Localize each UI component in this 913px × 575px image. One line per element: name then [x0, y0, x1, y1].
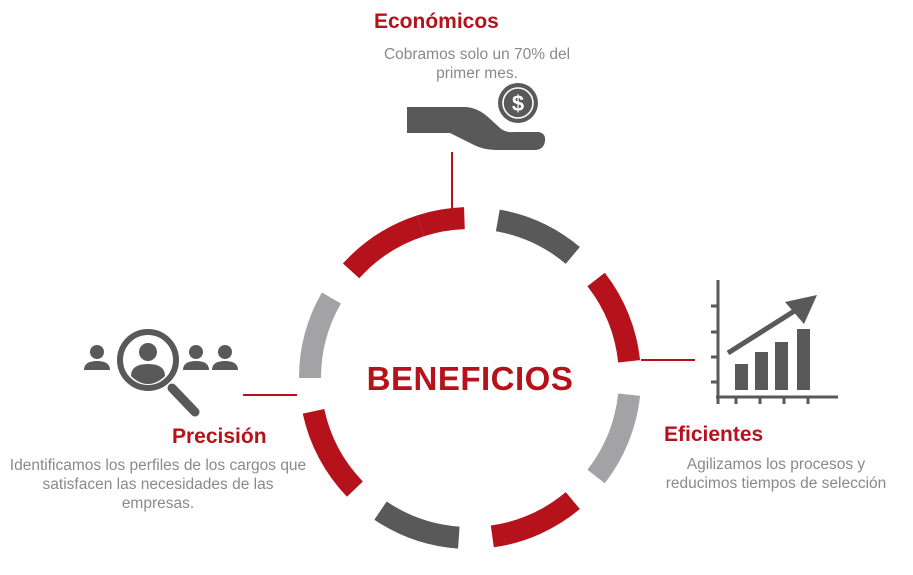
ring-segment-8 [298, 292, 342, 379]
ring-segment-6 [374, 501, 460, 549]
benefits-ring [298, 207, 641, 549]
economicos-description: Cobramos solo un 70% del primer mes. [383, 46, 571, 82]
center-title: BENEFICIOS [366, 360, 574, 397]
ring-segment-3 [587, 272, 641, 363]
eficientes-description: Agilizamos los procesos y reducimos tiem… [665, 456, 887, 492]
economicos-title: Económicos [374, 10, 499, 33]
svg-text:$: $ [512, 91, 524, 116]
ring-segment-1 [417, 207, 466, 237]
eficientes-title: Eficientes [664, 423, 764, 446]
ring-segment-4 [587, 393, 641, 484]
ring-segment-5 [490, 492, 580, 548]
hand-coin-icon: $ [407, 83, 546, 150]
ring-segment-9 [342, 215, 425, 279]
growth-chart-bars [726, 295, 817, 390]
growth-chart-icon [711, 280, 838, 404]
ring-segment-2 [495, 209, 580, 265]
precision-title: Precisión [172, 425, 267, 448]
precision-description: Identificamos los perfiles de los cargos… [9, 457, 307, 512]
candidate-search-icon [84, 329, 238, 417]
ring-segment-7 [302, 408, 363, 497]
